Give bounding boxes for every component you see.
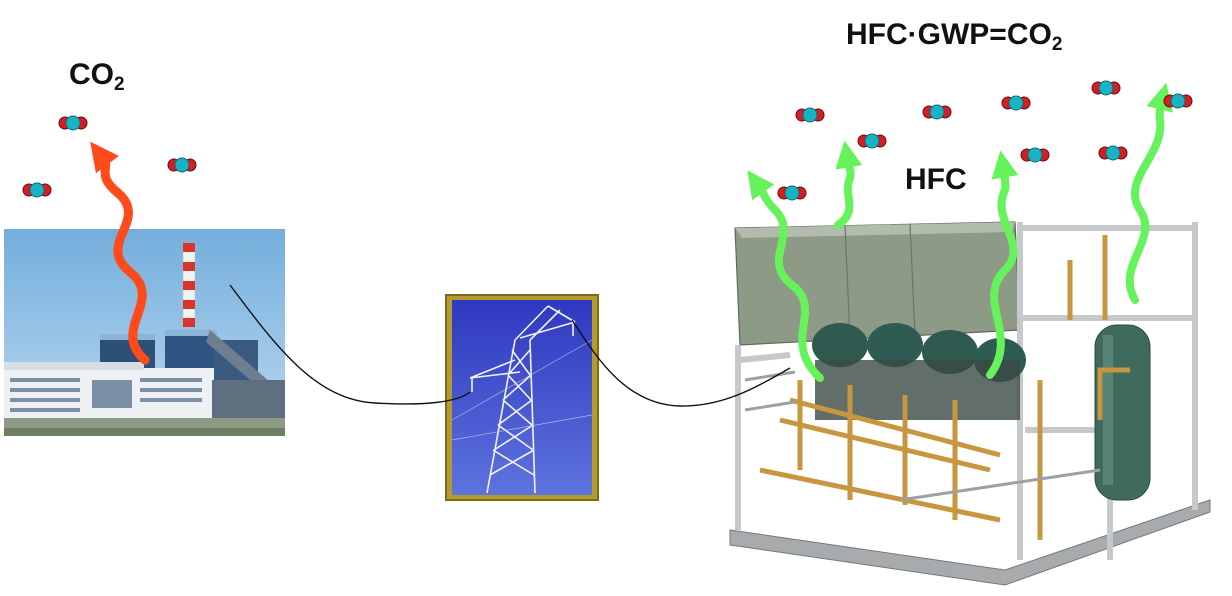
- hfc-arrow-2: [834, 140, 863, 229]
- wire-tower-to-rack: [571, 319, 791, 407]
- co2-label: CO2: [69, 58, 125, 96]
- chimney: [182, 242, 196, 328]
- equation-label-subscript: 2: [1051, 34, 1063, 55]
- hfc-label-text: HFC: [905, 163, 967, 196]
- hfc-arrow-3: [986, 150, 1019, 379]
- co2-molecule-icon: [22, 182, 52, 198]
- wire-plant-to-tower: [229, 284, 471, 405]
- tower-lattice: [469, 305, 576, 494]
- co2-molecule-icon: [857, 133, 887, 149]
- equation-label: HFC·GWP=CO2: [846, 18, 1062, 56]
- co2-molecule-icon: [1020, 147, 1050, 163]
- co2-emission-arrow: [90, 141, 150, 365]
- co2-label-text: CO: [69, 58, 114, 91]
- co2-molecule-icon: [922, 104, 952, 120]
- co2-molecule-icon: [777, 185, 807, 201]
- co2-molecules: [22, 80, 1193, 201]
- co2-label-subscript: 2: [114, 74, 125, 95]
- hfc-arrow-1: [747, 170, 824, 382]
- co2-molecule-icon: [1098, 145, 1128, 161]
- hfc-emission-arrows: [747, 82, 1173, 382]
- hfc-arrow-4: [1125, 82, 1173, 304]
- refrigeration-rack-image: [729, 221, 1211, 586]
- co2-molecule-icon: [1163, 93, 1193, 109]
- co2-molecule-icon: [167, 157, 197, 173]
- copper-piping: [759, 235, 1130, 540]
- power-plant-image: [4, 229, 285, 436]
- equation-label-text: HFC·GWP=CO: [846, 18, 1052, 51]
- co2-molecule-icon: [1091, 80, 1121, 96]
- co2-molecule-icon: [58, 115, 88, 131]
- co2-molecule-icon: [1001, 95, 1031, 111]
- co2-molecule-icon: [795, 107, 825, 123]
- hfc-label: HFC: [905, 163, 967, 197]
- power-wires: [229, 284, 791, 407]
- transmission-tower-image: [445, 294, 599, 501]
